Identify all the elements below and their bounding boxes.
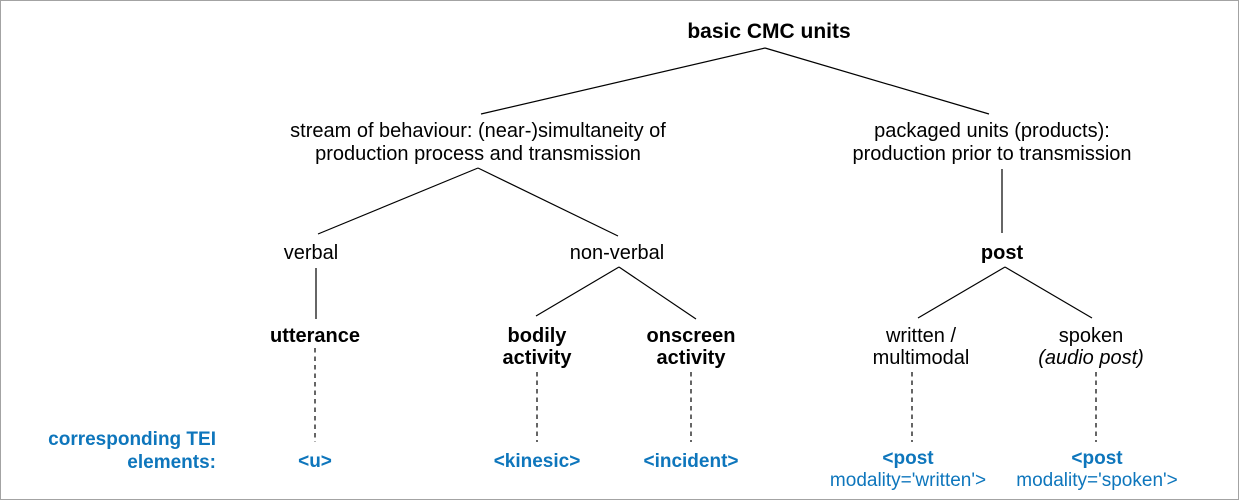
node-bodily-activity: bodily activity (503, 325, 572, 369)
node-verbal: verbal (283, 242, 339, 264)
edge-stream-verbal (317, 167, 479, 235)
tei-post-spoken-line2: modality='spoken'> (1016, 470, 1178, 491)
tei-element-u: <u> (298, 451, 332, 472)
node-utterance: utterance (269, 325, 361, 347)
edge-post-written (917, 266, 1006, 319)
node-stream-of-behaviour: stream of behaviour: (near-)simultaneity… (290, 120, 666, 166)
node-onscreen-line2: activity (656, 347, 726, 369)
tei-element-incident: <incident> (643, 451, 739, 472)
tei-caption-line2: elements: (127, 452, 216, 473)
tei-element-kinesic: <kinesic> (493, 451, 581, 472)
tei-caption-line1: corresponding TEI (48, 429, 216, 450)
node-post: post (980, 242, 1024, 264)
node-nonverbal: non-verbal (569, 242, 665, 264)
edge-post-spoken (1004, 266, 1093, 319)
node-written-line1: written / (885, 325, 957, 347)
node-stream-line2: production process and transmission (315, 143, 641, 165)
edge-root-stream (480, 47, 766, 115)
edge-root-packaged (764, 47, 990, 115)
node-onscreen-line1: onscreen (646, 325, 736, 347)
edge-nonverbal-onscreen (618, 266, 697, 320)
node-spoken-line2: (audio post) (1038, 347, 1144, 369)
node-bodily-line1: bodily (507, 325, 567, 347)
node-written-line2: multimodal (872, 347, 970, 369)
tei-element-post-written: <post modality='written'> (830, 448, 986, 492)
node-bodily-line2: activity (502, 347, 572, 369)
node-packaged-line1: packaged units (products): (874, 120, 1110, 142)
tei-element-post-spoken: <post modality='spoken'> (1016, 448, 1177, 492)
node-basic-cmc-units: basic CMC units (687, 20, 851, 43)
edge-stream-nonverbal (477, 167, 619, 237)
node-packaged-units: packaged units (products): production pr… (852, 120, 1131, 166)
node-spoken-audio-post: spoken (audio post) (1038, 325, 1144, 369)
node-spoken-line1: spoken (1058, 325, 1124, 347)
tei-post-written-line2: modality='written'> (829, 470, 987, 491)
tei-caption: corresponding TEI elements: (1, 428, 216, 474)
tei-post-spoken-line1: <post (1071, 448, 1123, 469)
node-written-multimodal: written / multimodal (873, 325, 970, 369)
node-packaged-line2: production prior to transmission (852, 143, 1132, 165)
node-stream-line1: stream of behaviour: (near-)simultaneity… (290, 120, 666, 142)
node-onscreen-activity: onscreen activity (647, 325, 736, 369)
tei-post-written-line1: <post (882, 448, 934, 469)
edge-nonverbal-bodily (535, 266, 620, 317)
